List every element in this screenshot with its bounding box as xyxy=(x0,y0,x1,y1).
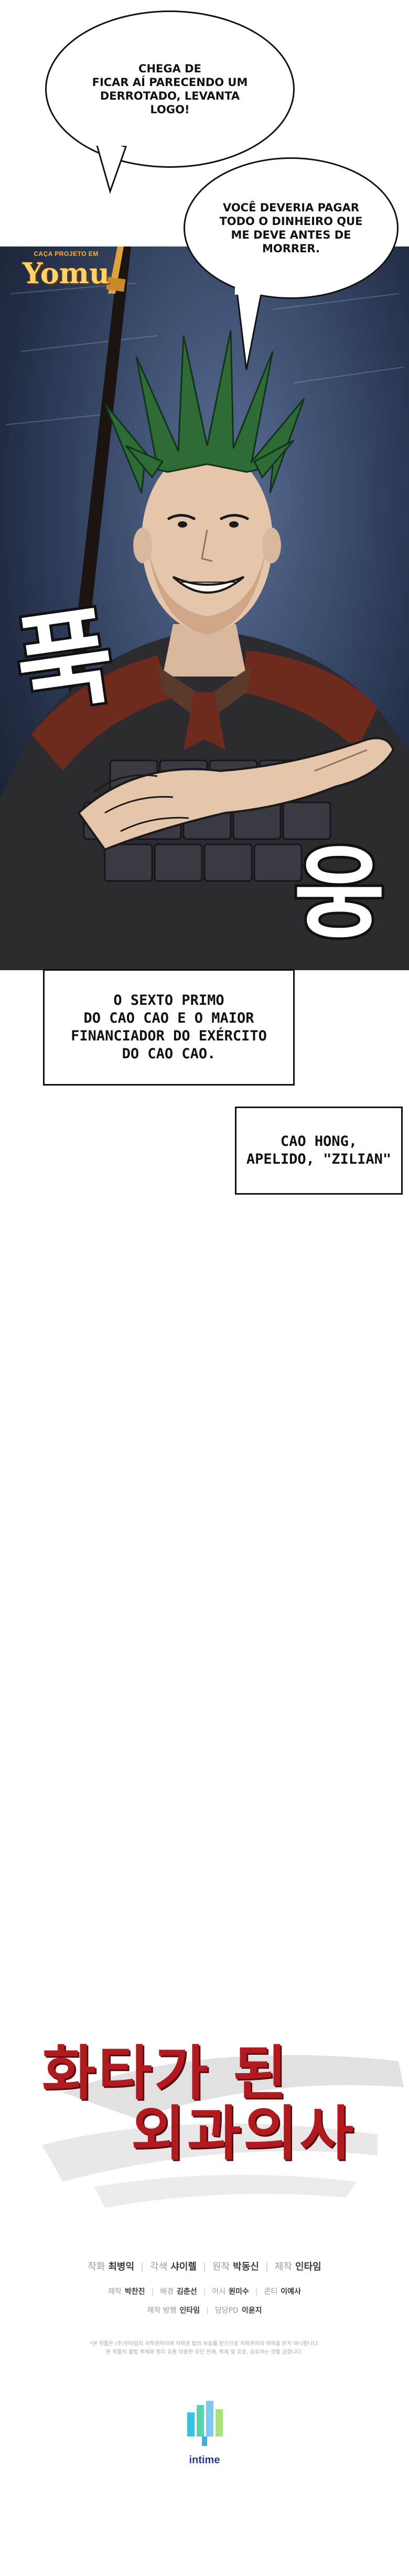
ink-brush-stroke xyxy=(42,2055,404,2208)
cao-hong-illustration: 푹 웅 xyxy=(0,246,409,970)
credit-role: 원작 xyxy=(212,2261,230,2272)
credit-role: 각색 xyxy=(150,2261,168,2272)
speech-bubble-1: CHEGA DE FICAR AÍ PARECENDO UM DERROTADO… xyxy=(45,10,295,168)
spiky-hair xyxy=(104,330,305,493)
credit-separator: | xyxy=(203,2288,206,2296)
credit-name: 박찬진 xyxy=(124,2288,145,2296)
publisher-name: intime xyxy=(189,2454,220,2466)
credit-name: 이윤지 xyxy=(241,2306,262,2315)
logo-brand: Yomu xyxy=(22,256,110,290)
outstretched-hand xyxy=(77,737,395,851)
credit-separator: | xyxy=(151,2288,154,2296)
sfx-hum-text: 웅 xyxy=(294,836,385,952)
credit-name: 인타임 xyxy=(179,2306,200,2315)
speech-bubble-2: VOCÊ DEVERIA PAGAR TODO O DINHEIRO QUE M… xyxy=(184,157,399,299)
credit-separator: | xyxy=(202,2261,207,2272)
speech-bubble-1-tail xyxy=(93,136,127,194)
credit-role: 배경 xyxy=(160,2288,174,2296)
publisher-logo: intime xyxy=(176,2391,233,2470)
credit-role: 제작 방행 xyxy=(147,2306,177,2315)
series-title-line-1: 화타가 된 xyxy=(42,2039,289,2108)
credit-name: 박동신 xyxy=(233,2261,259,2272)
speech-bubble-2-tail xyxy=(235,283,264,370)
credit-name: 원미수 xyxy=(229,2288,249,2296)
narration-box-2-text: CAO HONG, APELIDO, "ZILIAN" xyxy=(246,1133,392,1167)
series-title-logo: 화타가 된 외과의사 xyxy=(0,2030,409,2229)
credit-name: 이예사 xyxy=(281,2288,301,2296)
copyright-notice: *본 작품은 (주)인타임의 저작권자이며 저작권 법의 보호를 받으므로 저작… xyxy=(47,2340,362,2357)
credit-name: 최병익 xyxy=(108,2261,135,2272)
credit-name: 인타임 xyxy=(295,2261,321,2272)
credit-separator: | xyxy=(141,2261,144,2272)
bar-chart-logo-icon xyxy=(187,2401,223,2446)
narration-box-2: CAO HONG, APELIDO, "ZILIAN" xyxy=(235,1107,403,1195)
credit-role: 어시 xyxy=(212,2288,226,2296)
credit-role: 작화 xyxy=(88,2261,105,2272)
scanlation-logo: CAÇA PROJETO EM Yomu xyxy=(3,246,129,295)
credit-separator: | xyxy=(206,2306,209,2315)
credit-role: 콘티 xyxy=(264,2288,278,2296)
sfx-thud-text: 푹 xyxy=(8,594,121,728)
copyright-notice-text: *본 작품은 (주)인타임의 저작권자이며 저작권 법의 보호를 받으므로 저작… xyxy=(90,2341,319,2355)
speech-bubble-2-text: VOCÊ DEVERIA PAGAR TODO O DINHEIRO QUE M… xyxy=(219,201,363,255)
credit-separator: | xyxy=(265,2261,268,2272)
speech-bubble-1-text: CHEGA DE FICAR AÍ PARECENDO UM DERROTADO… xyxy=(92,62,248,116)
credit-role: 제작 xyxy=(274,2261,293,2272)
credit-name: 샤이렐 xyxy=(170,2261,197,2272)
series-title-line-2: 외과의사 xyxy=(131,2099,356,2168)
credit-name: 김춘선 xyxy=(177,2288,197,2296)
credit-role: 담당PD xyxy=(214,2306,239,2315)
narration-box-1: O SEXTO PRIMO DO CAO CAO E O MAIOR FINAN… xyxy=(43,969,295,1086)
credit-role: 제작 xyxy=(108,2288,122,2296)
illustration-panel: 푹 웅 xyxy=(0,246,409,970)
narration-box-1-text: O SEXTO PRIMO DO CAO CAO E O MAIOR FINAN… xyxy=(71,992,267,1062)
logo-tagline: CAÇA PROJETO EM xyxy=(34,250,99,257)
credit-separator: | xyxy=(255,2288,258,2296)
